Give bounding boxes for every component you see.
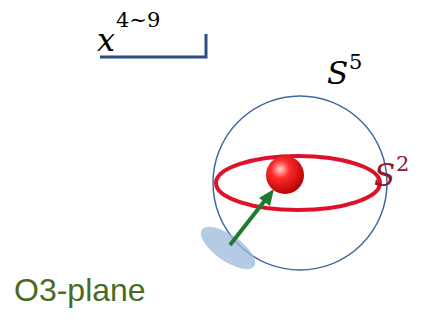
ring-label: S [374, 160, 395, 191]
sphere-superscript: 5 [349, 52, 362, 73]
arrow-head [259, 189, 274, 206]
s2-ring [216, 156, 380, 210]
bracket [100, 34, 206, 57]
o3-ball [266, 156, 304, 194]
sphere-label: S [327, 58, 348, 89]
pointer-arrow [230, 199, 266, 245]
plane-label: O3-plane [14, 274, 146, 306]
ring-superscript: 2 [396, 154, 409, 175]
plane-patch [194, 219, 261, 277]
axis-label: x [97, 24, 115, 56]
axis-superscript: 4∼9 [116, 10, 160, 31]
